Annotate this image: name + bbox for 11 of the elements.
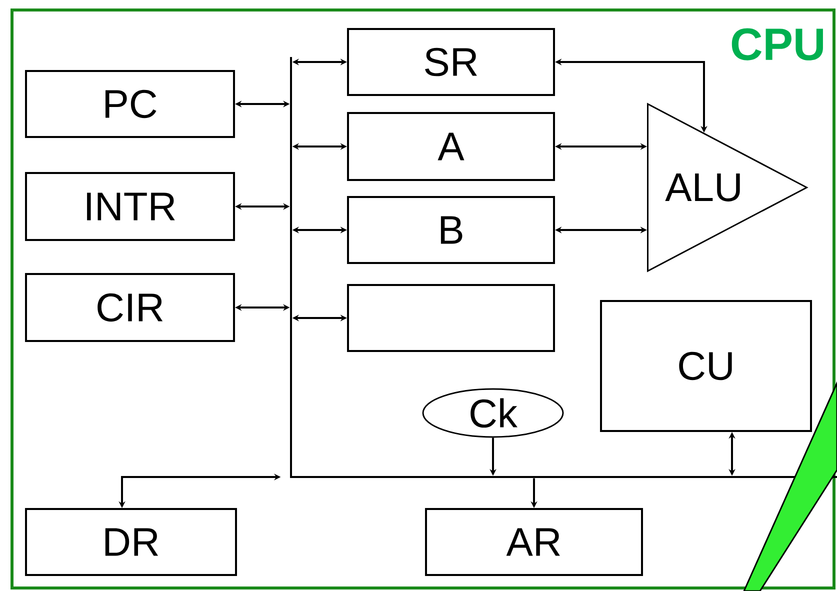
register-box: DR (25, 508, 237, 576)
register-box: PC (25, 70, 235, 138)
register-box: A (347, 112, 555, 181)
register-box: INTR (25, 172, 235, 241)
register-box: B (347, 196, 555, 264)
register-box: CIR (25, 273, 235, 342)
cpu-label: CPU (732, 28, 823, 60)
register-box: SR (347, 28, 555, 96)
register-box (347, 284, 555, 352)
register-box: AR (425, 508, 643, 576)
register-box: CU (600, 300, 812, 432)
